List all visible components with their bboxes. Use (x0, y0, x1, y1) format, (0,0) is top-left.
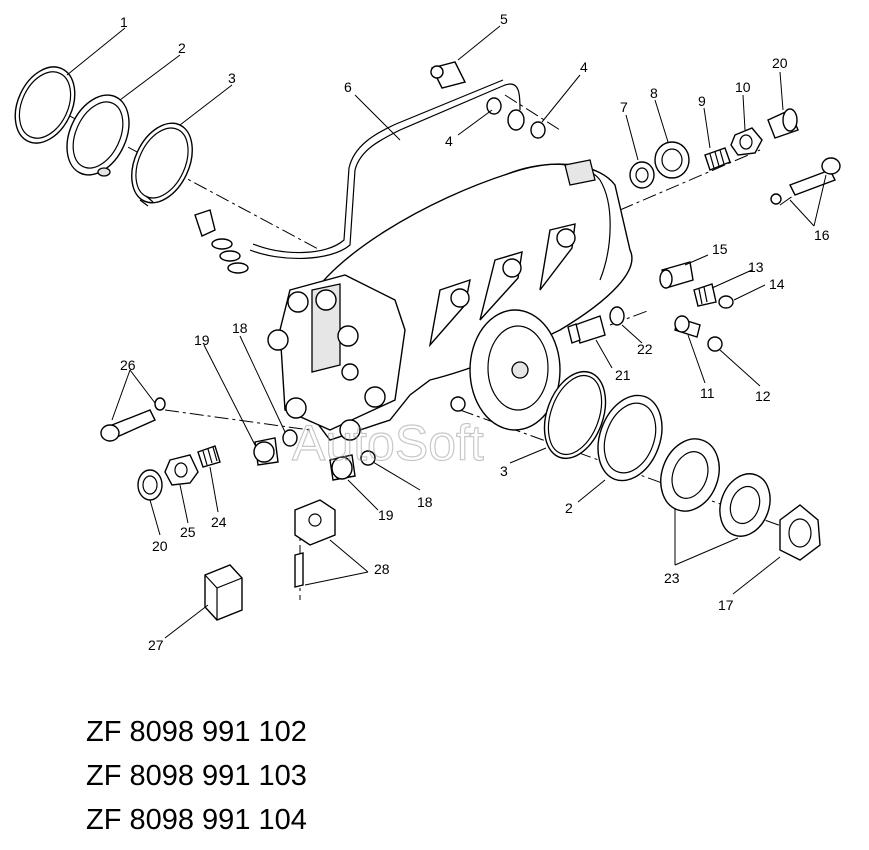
bolt-26 (100, 397, 166, 442)
callout-14: 14 (769, 276, 785, 292)
callout-21: 21 (615, 367, 631, 383)
nut-17 (779, 504, 821, 561)
callout-15: 15 (712, 241, 728, 257)
leader-lines (66, 25, 827, 639)
spring-24 (197, 445, 221, 468)
callout-19-upper: 19 (194, 332, 210, 348)
transmission-housing (267, 159, 633, 441)
callout-18-upper: 18 (232, 320, 248, 336)
plug-11 (674, 315, 701, 338)
ring-14 (718, 295, 734, 309)
shim-23a (660, 438, 720, 512)
callout-2-lower: 2 (565, 500, 573, 516)
watermark: AutoSoft (292, 415, 484, 471)
part-number-1: ZF 8098 991 102 (86, 716, 307, 748)
callout-13: 13 (748, 259, 764, 275)
seal-ring-2 (66, 94, 130, 177)
callout-4-right: 4 (580, 59, 588, 75)
callout-2: 2 (178, 40, 186, 56)
callout-8: 8 (650, 85, 658, 101)
plug-19-lower (329, 454, 356, 481)
callout-23: 23 (664, 570, 680, 586)
oil-pipe-6 (249, 79, 521, 260)
ring-18-lower (360, 450, 376, 466)
ring-1 (14, 66, 76, 144)
callout-20-lower: 20 (152, 538, 168, 554)
ring-18-left (282, 429, 298, 447)
snap-ring-3-lower (543, 370, 607, 460)
callout-17: 17 (718, 597, 734, 613)
snap-ring-3 (131, 122, 193, 207)
callout-5: 5 (500, 11, 508, 27)
callout-28: 28 (374, 561, 390, 577)
plug-19-left (253, 437, 279, 466)
switch-21 (567, 315, 606, 344)
callout-22: 22 (637, 341, 653, 357)
callout-10: 10 (735, 79, 751, 95)
callout-27: 27 (148, 637, 164, 653)
banjo-lower (194, 209, 249, 274)
callout-3: 3 (228, 70, 236, 86)
callout-25: 25 (180, 524, 196, 540)
ring-12 (707, 336, 723, 352)
plug-13 (693, 283, 717, 307)
sensor-22 (609, 306, 625, 326)
callout-1: 1 (120, 14, 128, 30)
part-number-list: ZF 8098 991 102 ZF 8098 991 103 ZF 8098 … (86, 710, 307, 842)
cover-8 (654, 141, 690, 179)
plug-15 (659, 261, 694, 289)
nut-25 (164, 454, 199, 486)
callout-7: 7 (620, 99, 628, 115)
part-number-3: ZF 8098 991 104 (86, 804, 307, 836)
bolt-16 (770, 157, 841, 205)
callout-26: 26 (120, 357, 136, 373)
seal-7 (629, 161, 655, 189)
spring-9 (704, 147, 731, 171)
washer-4-upper (486, 97, 546, 139)
shim-23b (719, 473, 771, 537)
connector-28 (294, 499, 336, 588)
part-number-2: ZF 8098 991 103 (86, 760, 307, 792)
banjo-bolt-5 (430, 61, 467, 89)
plug-20-left (137, 469, 163, 501)
callout-4-left: 4 (445, 133, 453, 149)
nut-10 (730, 127, 763, 156)
callout-16: 16 (814, 227, 830, 243)
callout-11: 11 (700, 385, 715, 401)
callout-12: 12 (755, 388, 771, 404)
callout-6: 6 (344, 79, 352, 95)
callout-3-lower: 3 (500, 463, 508, 479)
seal-2-lower (597, 394, 663, 482)
callout-20-top: 20 (772, 55, 788, 71)
callout-19-lower: 19 (378, 507, 394, 523)
relay-27 (204, 564, 243, 621)
callout-9: 9 (698, 93, 706, 109)
callout-24: 24 (211, 514, 227, 530)
callout-numbers: 1 2 3 5 6 4 4 7 8 9 10 20 16 15 13 14 22… (120, 11, 830, 653)
callout-18-lower: 18 (417, 494, 433, 510)
plug-20-top (767, 108, 799, 139)
